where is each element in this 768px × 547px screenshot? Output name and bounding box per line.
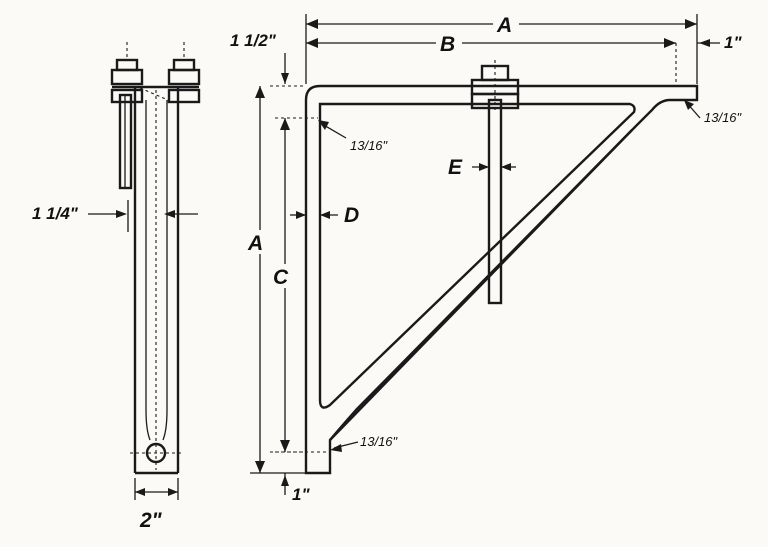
hanger-rod <box>470 60 520 305</box>
wall-thickness-dimension: D <box>290 204 359 227</box>
side-view-bolts <box>110 42 201 104</box>
right-offset-label: 1" <box>724 33 742 52</box>
bottom-thickness-label: 13/16" <box>360 434 399 449</box>
front-view: A B 1" 1 1/2" 13/16" <box>230 14 743 504</box>
inner-length-dimension: B <box>306 33 677 84</box>
top-offset-dimension: 1 1/2" <box>230 31 306 87</box>
side-view-bar <box>130 87 182 475</box>
top-right-thickness-label: 13/16" <box>704 110 743 125</box>
top-right-thickness: 13/16" <box>684 100 743 125</box>
inner-height-dimension: C <box>272 117 330 453</box>
side-view-rod <box>118 93 133 190</box>
bottom-offset-label: 1" <box>292 485 310 504</box>
bottom-thickness: 13/16" <box>330 434 399 452</box>
bottom-width-label: 2" <box>139 509 163 532</box>
top-offset-label: 1 1/2" <box>230 31 277 50</box>
bottom-offset-dimension: 1" <box>270 451 310 504</box>
dimension-E-label: E <box>448 156 463 179</box>
bottom-width-dimension: 2" <box>134 478 179 532</box>
overall-height-dimension: A <box>246 86 306 474</box>
corner-thickness: 13/16" <box>318 120 389 153</box>
overall-length-dimension: A <box>305 14 698 84</box>
bracket-outline <box>304 84 699 475</box>
side-view: 1 1/4" 2" <box>32 42 201 532</box>
width-dimension-label: 1 1/4" <box>32 204 79 223</box>
dimension-A-left-label: A <box>247 232 263 255</box>
right-offset-dimension: 1" <box>697 33 742 52</box>
dimension-D-label: D <box>344 204 359 227</box>
rod-diameter-dimension: E <box>448 156 516 179</box>
dimension-A-top-label: A <box>496 14 512 37</box>
width-dimension: 1 1/4" <box>32 200 198 232</box>
corner-thickness-label: 13/16" <box>350 138 389 153</box>
dimension-C-label: C <box>273 266 289 289</box>
dimension-B-label: B <box>440 33 455 56</box>
